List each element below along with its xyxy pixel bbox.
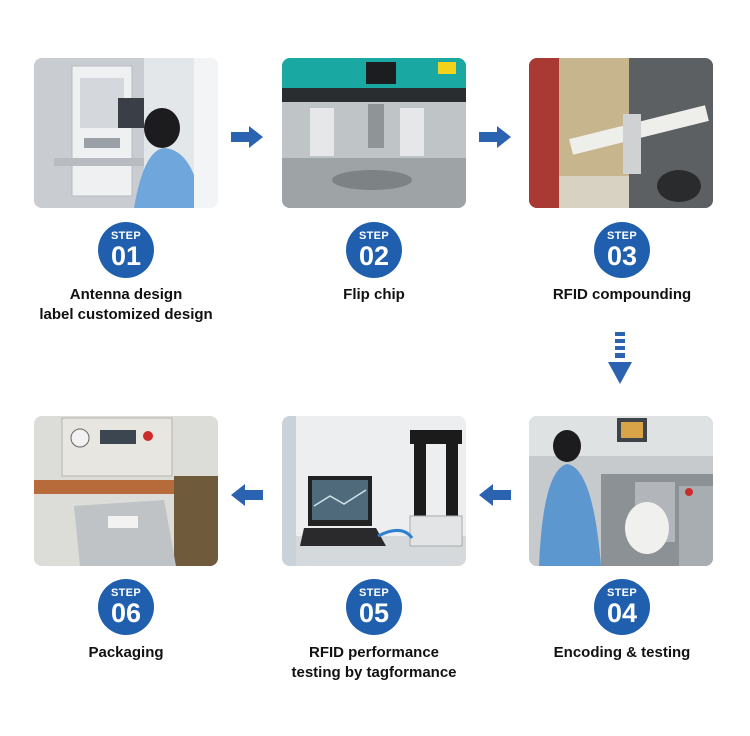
arrow-right-icon (231, 126, 263, 148)
step-label: STEP (359, 230, 389, 242)
step-02-badge: STEP 02 (346, 222, 402, 278)
step-number: 02 (358, 241, 390, 271)
step-02-caption: Flip chip (343, 286, 405, 303)
step-04-photo (529, 416, 713, 566)
arrow-down-icon (608, 332, 632, 384)
step-03-photo (529, 58, 713, 208)
step-label: STEP (607, 230, 637, 242)
step-number: 03 (606, 241, 638, 271)
step-02-photo (282, 58, 466, 208)
step-05-photo (282, 416, 466, 566)
step-05-badge: STEP 05 (346, 579, 402, 635)
step-number: 04 (606, 598, 638, 628)
step-label: STEP (607, 587, 637, 599)
step-number: 05 (358, 598, 390, 628)
step-06-photo (34, 416, 218, 566)
step-06-badge: STEP 06 (98, 579, 154, 635)
step-03-caption: RFID compounding (552, 286, 692, 303)
step-label: STEP (111, 230, 141, 242)
step-01-caption: Antenna design label customized design (39, 286, 213, 323)
step-01-photo (34, 58, 218, 208)
step-label: STEP (359, 587, 389, 599)
step-04-badge: STEP 04 (594, 579, 650, 635)
step-number: 06 (110, 598, 142, 628)
step-05-caption: RFID performance testing by tagformance (291, 644, 457, 681)
arrow-right-icon (479, 126, 511, 148)
step-01-badge: STEP 01 (98, 222, 154, 278)
arrow-left-icon (479, 484, 511, 506)
step-number: 01 (110, 241, 142, 271)
step-06-caption: Packaging (88, 644, 164, 661)
step-03-badge: STEP 03 (594, 222, 650, 278)
step-04-caption: Encoding & testing (553, 644, 691, 661)
step-label: STEP (111, 587, 141, 599)
arrow-left-icon (231, 484, 263, 506)
